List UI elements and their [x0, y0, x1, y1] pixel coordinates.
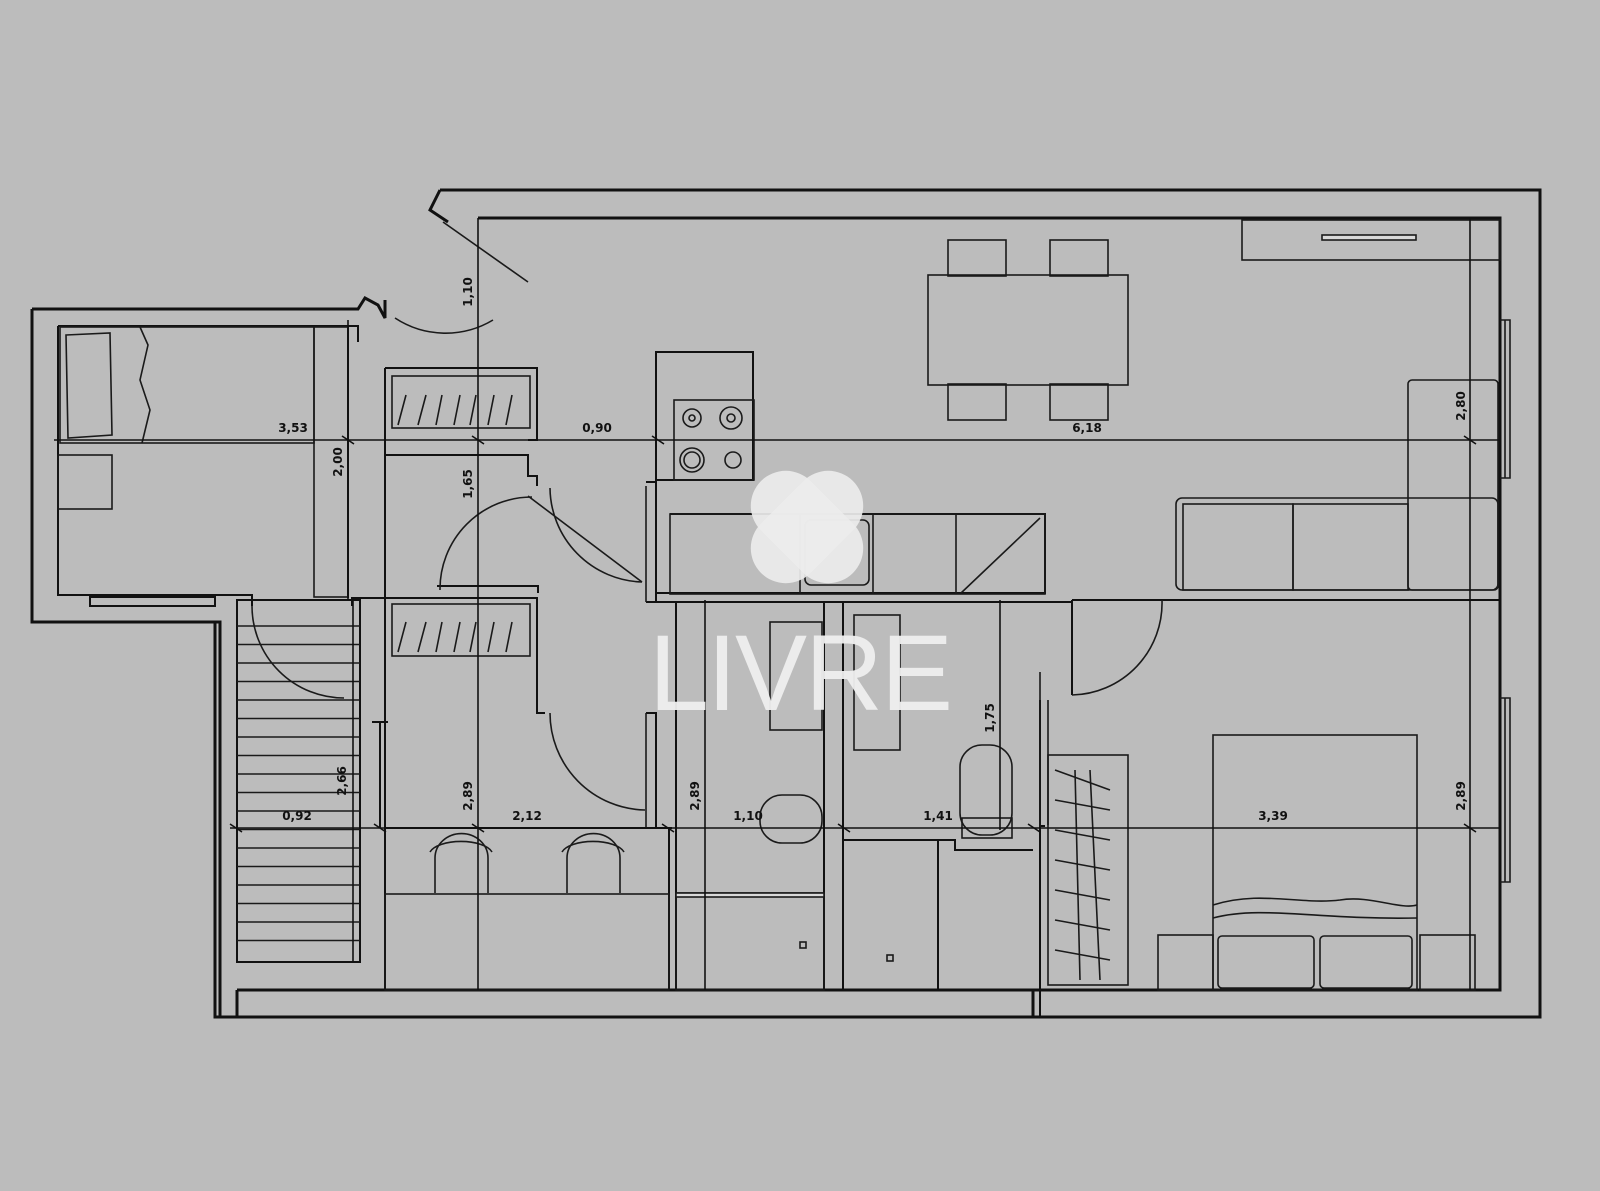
dim-living-depth: 2,80 [1454, 391, 1468, 421]
dim-hall-width: 0,90 [582, 421, 612, 435]
office-furniture [384, 832, 670, 991]
entry-door-swing [394, 317, 494, 334]
dim-bedroom-right-depth: 2,89 [1454, 781, 1468, 811]
dim-office-depth: 2,89 [461, 781, 475, 811]
dim-stair-length: 2,66 [335, 766, 349, 796]
dimension-labels: 3,53 2,00 0,90 1,10 1,65 6,18 2,80 0,92 … [278, 277, 1468, 823]
cross-logo-icon [750, 470, 864, 584]
watermark-text: LIVRE [649, 612, 951, 733]
closet-door-swing [439, 496, 533, 591]
stairs [237, 625, 360, 942]
bedroom-door-swing [1071, 599, 1163, 696]
left-bedroom-furniture [57, 326, 349, 598]
dim-bath2-width: 1,41 [923, 809, 953, 823]
dim-entry-length: 1,10 [461, 277, 475, 307]
dim-corridor-length: 1,65 [461, 469, 475, 499]
dimension-lines [54, 218, 1500, 990]
entry-door-leaf [442, 221, 529, 283]
office-door-swing [549, 712, 646, 811]
dim-bath2-depth: 1,75 [983, 703, 997, 733]
hall-door-swing [549, 487, 643, 583]
dim-living-width: 6,18 [1072, 421, 1102, 435]
dim-bedroom-right-width: 3,39 [1258, 809, 1288, 823]
stair-door-swing [251, 605, 345, 699]
dim-stair-width: 0,92 [282, 809, 312, 823]
windows [1500, 319, 1511, 883]
watermark-logo: LIVRE [649, 470, 953, 733]
right-bedroom-furniture [1157, 734, 1476, 991]
wardrobes [391, 375, 1129, 986]
dim-bedroom-left-width: 3,53 [278, 421, 308, 435]
dim-bath1-width: 1,10 [733, 809, 763, 823]
doors [251, 221, 1163, 830]
dim-bedroom-left-depth: 2,00 [331, 447, 345, 477]
dim-bath1-depth: 2,89 [688, 781, 702, 811]
dim-office-width: 2,12 [512, 809, 542, 823]
